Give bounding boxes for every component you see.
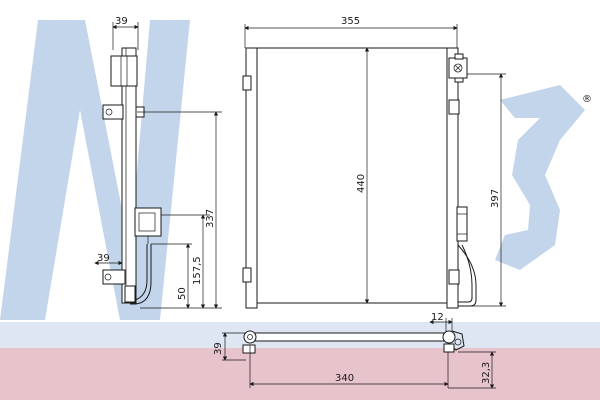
- dim-side-bracket-width: 39: [97, 253, 110, 264]
- dim-front-height: 397: [490, 189, 501, 208]
- left-tank: [245, 47, 258, 309]
- dim-front-width: 355: [341, 16, 360, 27]
- dim-side-pipe-offset: 50: [177, 287, 188, 300]
- dim-bottom-width: 340: [335, 373, 354, 384]
- dim-side-height: 337: [205, 209, 216, 228]
- dim-side-top-width: 39: [115, 16, 128, 27]
- dim-bottom-pipe-height: 32,3: [481, 362, 492, 384]
- bottom-view: 12 39 340 32,3: [213, 312, 496, 389]
- watermark-letter-n: [0, 20, 190, 320]
- watermark-band-pink: [0, 348, 600, 400]
- bottom-bar: [249, 332, 451, 342]
- right-receiver: [456, 206, 468, 242]
- right-tank: [446, 47, 459, 309]
- side-tank: [121, 47, 137, 304]
- bottom-right-end: [442, 330, 456, 344]
- front-view: 355 440 397: [242, 16, 506, 309]
- dim-front-core-height: 440: [356, 174, 367, 193]
- side-lower-bracket: [102, 269, 126, 285]
- left-bracket-lower: [242, 267, 252, 283]
- left-bracket-upper: [242, 75, 252, 91]
- right-bracket-upper: [448, 99, 460, 115]
- dim-bottom-pipe-gap: 12: [431, 312, 444, 323]
- side-view: 39 39 337 157,5: [94, 16, 222, 309]
- dim-bottom-depth: 39: [213, 342, 224, 355]
- right-bracket-lower: [448, 269, 460, 285]
- condenser-core: [256, 47, 448, 304]
- dim-side-pipe-height: 157,5: [192, 256, 203, 285]
- right-pipe: [457, 244, 477, 307]
- side-top-mount: [110, 55, 138, 87]
- registered-mark: ®: [582, 94, 592, 105]
- bottom-left-end: [243, 330, 257, 344]
- watermark-letter-s: [495, 85, 585, 270]
- bottom-left-lug: [242, 344, 256, 354]
- side-upper-bracket: [102, 104, 124, 120]
